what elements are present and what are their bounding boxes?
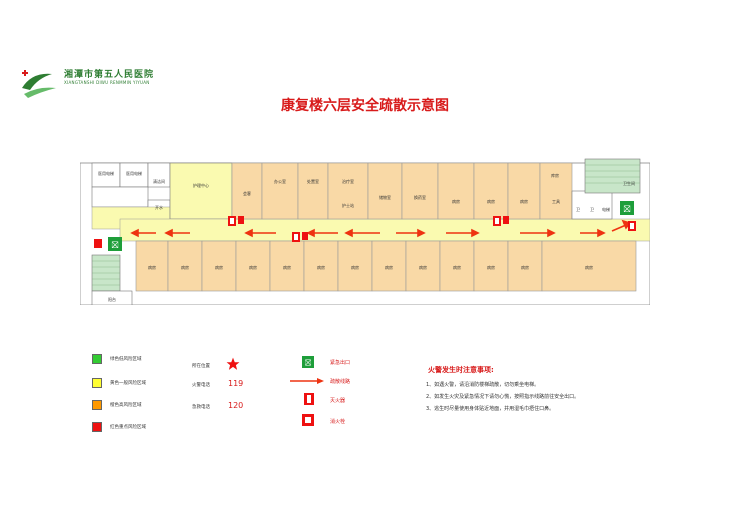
room-label: 病房: [487, 264, 495, 270]
room-label: 病房: [521, 264, 529, 270]
floor-plan: 医用电梯 医用电梯 清洁间 开水 护理中心 会客 办公室 处置室 治疗室 护士站…: [80, 158, 650, 305]
fire-extinguisher-icon: [292, 232, 300, 242]
room-elevator-1: [91, 162, 121, 188]
stair-east-steps: [585, 164, 640, 184]
legend-hydrant-label: 消火栓: [330, 419, 346, 425]
fire-extinguisher-icon: [628, 221, 636, 231]
room-label: 处置室: [307, 178, 319, 184]
fire-extinguisher-icon: [493, 216, 501, 226]
elevator-lobby: [91, 186, 149, 208]
emergency-exit-icon: ⛝: [302, 356, 314, 368]
room-label: 病房: [419, 264, 427, 270]
room-label: 会客: [243, 190, 251, 196]
legend-swatch: [92, 422, 102, 432]
legend-emergency-phone-label: 急救电话: [192, 405, 210, 410]
legend-route-label: 疏散线路: [330, 379, 351, 385]
hospital-pinyin: XIANGTANSHI DIWU RENMMIN YIYUAN: [64, 80, 150, 85]
room-label: 电梯: [602, 206, 610, 212]
room-elevator-2: [119, 162, 149, 188]
stair-east: [584, 158, 641, 194]
top-room-row: [231, 162, 573, 220]
balcony: [91, 290, 133, 305]
fire-extinguisher-icon: [228, 216, 236, 226]
room-label: 医用电梯: [98, 170, 114, 176]
note-item: 2、如发生火灾及紧急情况下请勿心慌，按照指示线路前往安全出口。: [426, 394, 580, 400]
fire-hydrant-icon: [94, 239, 102, 248]
fire-hydrant-icon: [238, 216, 244, 224]
emergency-phone-value: 120: [228, 401, 244, 410]
legend-swatch: [92, 378, 102, 388]
stair-west-steps: [92, 260, 120, 286]
evacuation-arrow-icon: [290, 378, 324, 384]
room-label: 换药室: [414, 194, 426, 200]
hospital-logo-icon: [22, 70, 56, 98]
legend-swatch: [92, 354, 102, 364]
room-label: 病房: [351, 264, 359, 270]
room-label: 开水: [155, 204, 163, 210]
corridor-main: [119, 218, 650, 242]
room-label: 卫: [576, 207, 580, 212]
room-label: 病房: [181, 264, 189, 270]
room-label: 护士站: [342, 202, 354, 208]
room-label: 卫生间: [623, 180, 635, 186]
page-title: 康复楼六层安全疏散示意图: [281, 98, 449, 114]
legend-extinguisher-label: 灭火器: [330, 398, 346, 404]
fire-hydrant-icon: [302, 414, 314, 426]
svg-text:⛝: ⛝: [112, 241, 119, 251]
location-star-icon: [226, 357, 240, 370]
legend-zone-orange: 橙色高风险区域: [92, 399, 142, 411]
note-item: 1、如遇火警，请沿消防楼梯疏散，切勿乘坐电梯。: [426, 382, 540, 388]
legend-zone-green: 绿色低风险区域: [92, 353, 142, 365]
room-label: 卫: [590, 207, 594, 212]
room-label: 办公室: [274, 178, 286, 184]
room-label: 病房: [385, 264, 393, 270]
room-label: 病房: [453, 264, 461, 270]
notes-title: 火警发生时注意事项:: [428, 366, 494, 374]
emergency-exit-icon: ⛝: [108, 237, 122, 251]
room-label: 库房: [551, 172, 559, 178]
room-label: 病房: [249, 264, 257, 270]
room-label: 医用电梯: [126, 170, 142, 176]
room-label: 治疗室: [342, 178, 354, 184]
room-label: 病房: [283, 264, 291, 270]
room-label: 护理中心: [193, 182, 209, 188]
note-item: 3、逃生时尽量使用身体贴近地面，并用湿毛巾捂住口鼻。: [426, 406, 555, 412]
room-label: 储物室: [379, 194, 391, 200]
legend-exit-label: 紧急出口: [330, 360, 351, 366]
room-label: 病房: [585, 264, 593, 270]
legend-zone-red: 红色重点风险区域: [92, 421, 146, 433]
hospital-name: 湘潭市第五人民医院: [64, 70, 155, 80]
fire-extinguisher-icon: [304, 393, 314, 405]
room-label: 阳台: [108, 296, 116, 302]
room-label: 病房: [148, 264, 156, 270]
legend-swatch: [92, 400, 102, 410]
fire-phone-value: 119: [228, 379, 244, 388]
room-label: 工具: [552, 198, 560, 204]
hospital-logo: 湘潭市第五人民医院 XIANGTANSHI DIWU RENMMIN YIYUA…: [18, 64, 218, 100]
legend-location-label: 所在位置: [192, 364, 210, 369]
room-label: 清洁间: [153, 178, 165, 184]
room-label: 病房: [452, 198, 460, 204]
room-label: 病房: [215, 264, 223, 270]
svg-text:⛝: ⛝: [624, 205, 631, 215]
emergency-exit-icon: ⛝: [620, 201, 634, 215]
room-label: 病房: [317, 264, 325, 270]
evacuation-route: [130, 219, 632, 238]
room-label: 病房: [520, 198, 528, 204]
legend-fire-phone-label: 火警电话: [192, 383, 210, 388]
east-bathrooms: [571, 190, 613, 220]
fire-hydrant-icon: [302, 232, 308, 240]
fire-hydrant-icon: [503, 216, 509, 224]
room-label: 病房: [487, 198, 495, 204]
svg-text:⛝: ⛝: [305, 359, 311, 368]
room-nurse-center: [169, 162, 233, 220]
bottom-room-row: [135, 240, 637, 292]
legend-zone-yellow: 黄色一般风险区域: [92, 377, 146, 389]
